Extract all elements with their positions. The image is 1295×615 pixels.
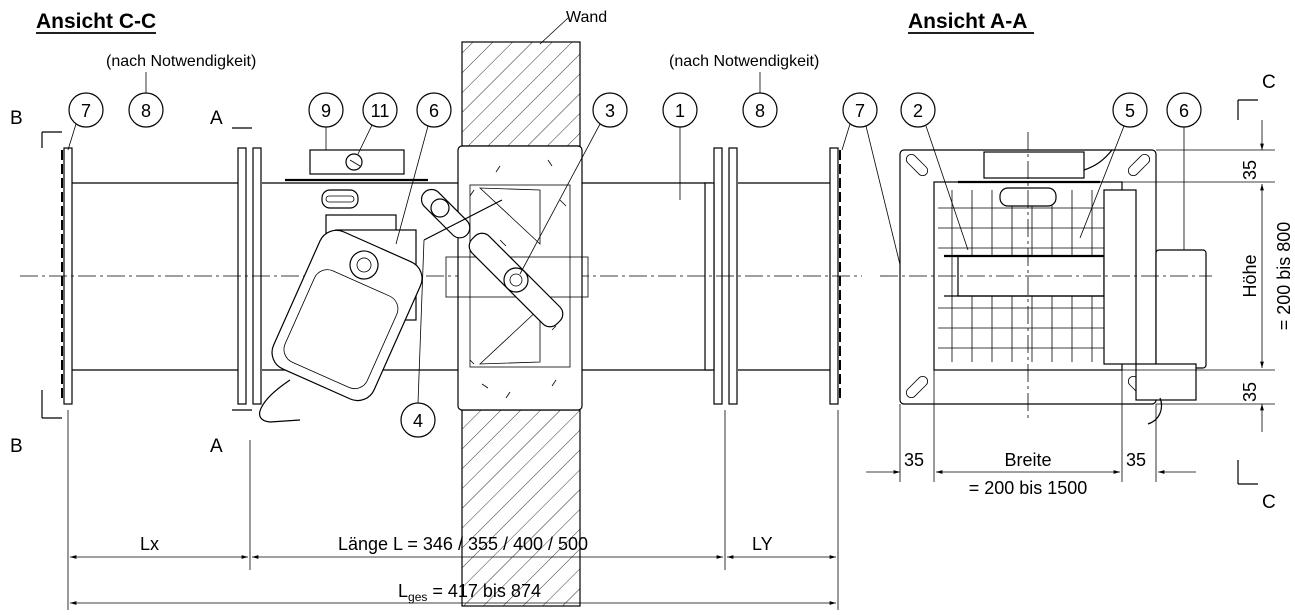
duct-side-view bbox=[20, 145, 862, 423]
section-a-marker: A A bbox=[210, 108, 252, 457]
dim-lges: Lges = 417 bis 874 bbox=[398, 581, 541, 604]
svg-text:8: 8 bbox=[141, 101, 151, 121]
callout-3: 3 bbox=[519, 92, 628, 275]
dim-hoehe: Höhe bbox=[1240, 254, 1260, 297]
dim-lx: Lx bbox=[140, 534, 159, 554]
dim-35-top: 35 bbox=[1240, 160, 1260, 180]
dim-breite-range: = 200 bis 1500 bbox=[969, 478, 1088, 498]
svg-text:6: 6 bbox=[1179, 101, 1189, 121]
svg-text:A: A bbox=[210, 108, 223, 129]
svg-text:A: A bbox=[210, 436, 223, 457]
svg-text:6: 6 bbox=[429, 101, 439, 121]
note-as-needed-left: (nach Notwendigkeit) bbox=[106, 53, 256, 70]
svg-text:C: C bbox=[1262, 72, 1276, 93]
section-c-marker: C C bbox=[1237, 72, 1276, 513]
note-as-needed-right: (nach Notwendigkeit) bbox=[669, 53, 819, 70]
dim-length: Länge L = 346 / 355 / 400 / 500 bbox=[338, 534, 588, 554]
dim-35-bottom: 35 bbox=[1240, 382, 1260, 402]
dim-35-left: 35 bbox=[904, 450, 924, 470]
callout-4: 4 bbox=[400, 239, 436, 438]
dimension-lines bbox=[67, 410, 839, 610]
front-dimension-lines bbox=[866, 120, 1275, 482]
svg-text:4: 4 bbox=[413, 411, 423, 431]
callout-6-right: 6 bbox=[1166, 92, 1202, 250]
section-b-marker: B B bbox=[10, 108, 62, 457]
svg-text:Ansicht A-A: Ansicht A-A bbox=[908, 10, 1027, 33]
wall: Wand bbox=[461, 9, 607, 607]
wall-label: Wand bbox=[566, 9, 607, 26]
svg-text:Ansicht C-C: Ansicht C-C bbox=[36, 10, 156, 33]
svg-text:B: B bbox=[10, 108, 23, 129]
view-title-c-c: Ansicht C-C bbox=[36, 10, 156, 34]
callout-5: 5 bbox=[1079, 92, 1148, 239]
callout-1: 1 bbox=[662, 92, 698, 200]
dim-ly: LY bbox=[752, 534, 773, 554]
svg-text:7: 7 bbox=[81, 101, 91, 121]
callout-9: 9 bbox=[308, 92, 344, 150]
svg-text:5: 5 bbox=[1125, 101, 1135, 121]
svg-text:C: C bbox=[1262, 492, 1276, 513]
callout-2: 2 bbox=[900, 92, 969, 251]
view-title-a-a: Ansicht A-A bbox=[908, 10, 1034, 34]
svg-text:B: B bbox=[10, 436, 23, 457]
duct-front-view bbox=[880, 132, 1212, 425]
svg-text:1: 1 bbox=[675, 101, 685, 121]
callout-11: 11 bbox=[357, 92, 398, 155]
svg-text:11: 11 bbox=[371, 101, 390, 121]
svg-text:7: 7 bbox=[855, 101, 865, 121]
callout-8-right: 8 bbox=[742, 72, 778, 128]
svg-text:2: 2 bbox=[913, 101, 923, 121]
dim-breite: Breite bbox=[1004, 450, 1051, 470]
callout-8-left: 8 bbox=[128, 72, 164, 128]
dim-hoehe-range: = 200 bis 800 bbox=[1274, 222, 1294, 331]
callout-6-left: 6 bbox=[395, 92, 452, 245]
svg-text:9: 9 bbox=[321, 101, 331, 121]
svg-text:8: 8 bbox=[755, 101, 765, 121]
svg-text:3: 3 bbox=[605, 101, 615, 121]
callout-7-left: 7 bbox=[67, 92, 104, 151]
dim-35-right: 35 bbox=[1126, 450, 1146, 470]
